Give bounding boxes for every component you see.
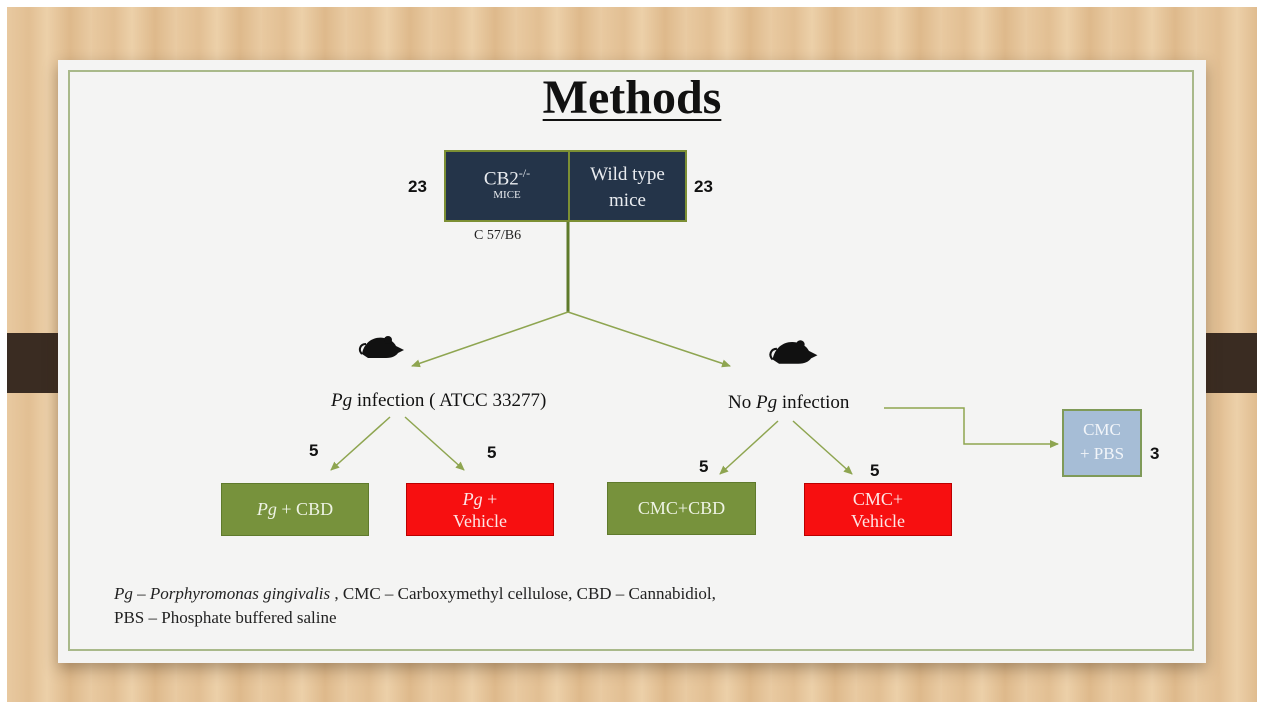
treatment-count: 5 — [487, 443, 497, 462]
cmc-vehicle-line1: CMC+ — [852, 489, 904, 509]
footnote-rest: , CMC – Carboxymethyl cellulose, CBD – C… — [330, 584, 716, 603]
arrow-to-cmc-cbd — [719, 420, 779, 475]
cmc-vehicle-box: CMC+ Vehicle — [804, 483, 952, 536]
pg-vehicle-line2: Vehicle — [453, 511, 507, 531]
cb2-mice-box: CB2-/- MICE — [444, 150, 570, 222]
cb2-label: CB2 — [483, 168, 519, 190]
footnote: Pg – Porphyromonas gingivalis , CMC – Ca… — [114, 582, 716, 630]
infection-pg: Pg — [331, 390, 353, 411]
arrow-to-infection — [411, 311, 569, 368]
arrow-to-cmc-vehicle — [792, 420, 853, 475]
control-count: 3 — [1150, 444, 1160, 463]
arrow-to-cmc-pbs — [884, 407, 1059, 448]
wild-type-mice-box: Wild type mice — [568, 150, 687, 222]
slide-title: Methods — [542, 71, 722, 124]
pg-cbd-rest: + CBD — [276, 499, 334, 519]
infection-text: infection ( ATCC 33277) — [352, 390, 547, 411]
pg-vehicle-box: Pg + Vehicle — [406, 483, 554, 536]
infection-label: Pg infection ( ATCC 33277) — [331, 390, 546, 412]
footnote-line2: PBS – Phosphate buffered saline — [114, 608, 337, 627]
cb2-subscript: MICE — [493, 189, 521, 201]
footnote-pg: Pg — [114, 584, 133, 603]
pg-vehicle-italic: Pg — [462, 489, 483, 509]
no-infection-label: No Pg infection — [728, 392, 849, 414]
strain-label: C 57/B6 — [474, 228, 522, 243]
wild-type-line1: Wild type — [590, 164, 665, 185]
arrow-to-pg-vehicle — [404, 416, 465, 471]
cmc-pbs-box: CMC + PBS — [1062, 409, 1142, 477]
treatment-count: 5 — [309, 441, 319, 460]
treatment-count: 5 — [699, 457, 709, 476]
slide-frame — [68, 70, 1194, 651]
footnote-pg-full: Porphyromonas gingivalis — [149, 584, 331, 603]
no-infection-text: infection — [777, 392, 850, 413]
cmc-vehicle-line2: Vehicle — [851, 511, 905, 531]
treatment-count: 5 — [870, 461, 880, 480]
no-infection-pg: Pg — [755, 392, 778, 413]
mouse-icon — [769, 340, 818, 364]
cmc-pbs-line1: CMC — [1083, 420, 1121, 439]
wild-type-line2: mice — [609, 190, 646, 211]
diagram-connectors — [330, 222, 1059, 475]
wild-type-count: 23 — [694, 177, 713, 196]
pg-cbd-italic: Pg — [256, 499, 277, 519]
cmc-cbd-box: CMC+CBD — [607, 482, 756, 535]
pg-vehicle-plus: + — [482, 489, 498, 509]
no-infection-prefix: No — [728, 392, 756, 413]
cb2-superscript: -/- — [518, 166, 531, 180]
pg-cbd-box: Pg + CBD — [221, 483, 369, 536]
slide: Methods 23 CB2-/- MICE Wild type mice 23… — [58, 60, 1206, 663]
arrow-to-no-infection — [567, 311, 731, 368]
arrow-to-pg-cbd — [330, 416, 391, 471]
cmc-pbs-line2: + PBS — [1079, 444, 1125, 463]
mouse-icon — [358, 336, 404, 358]
cb2-count: 23 — [408, 177, 427, 196]
